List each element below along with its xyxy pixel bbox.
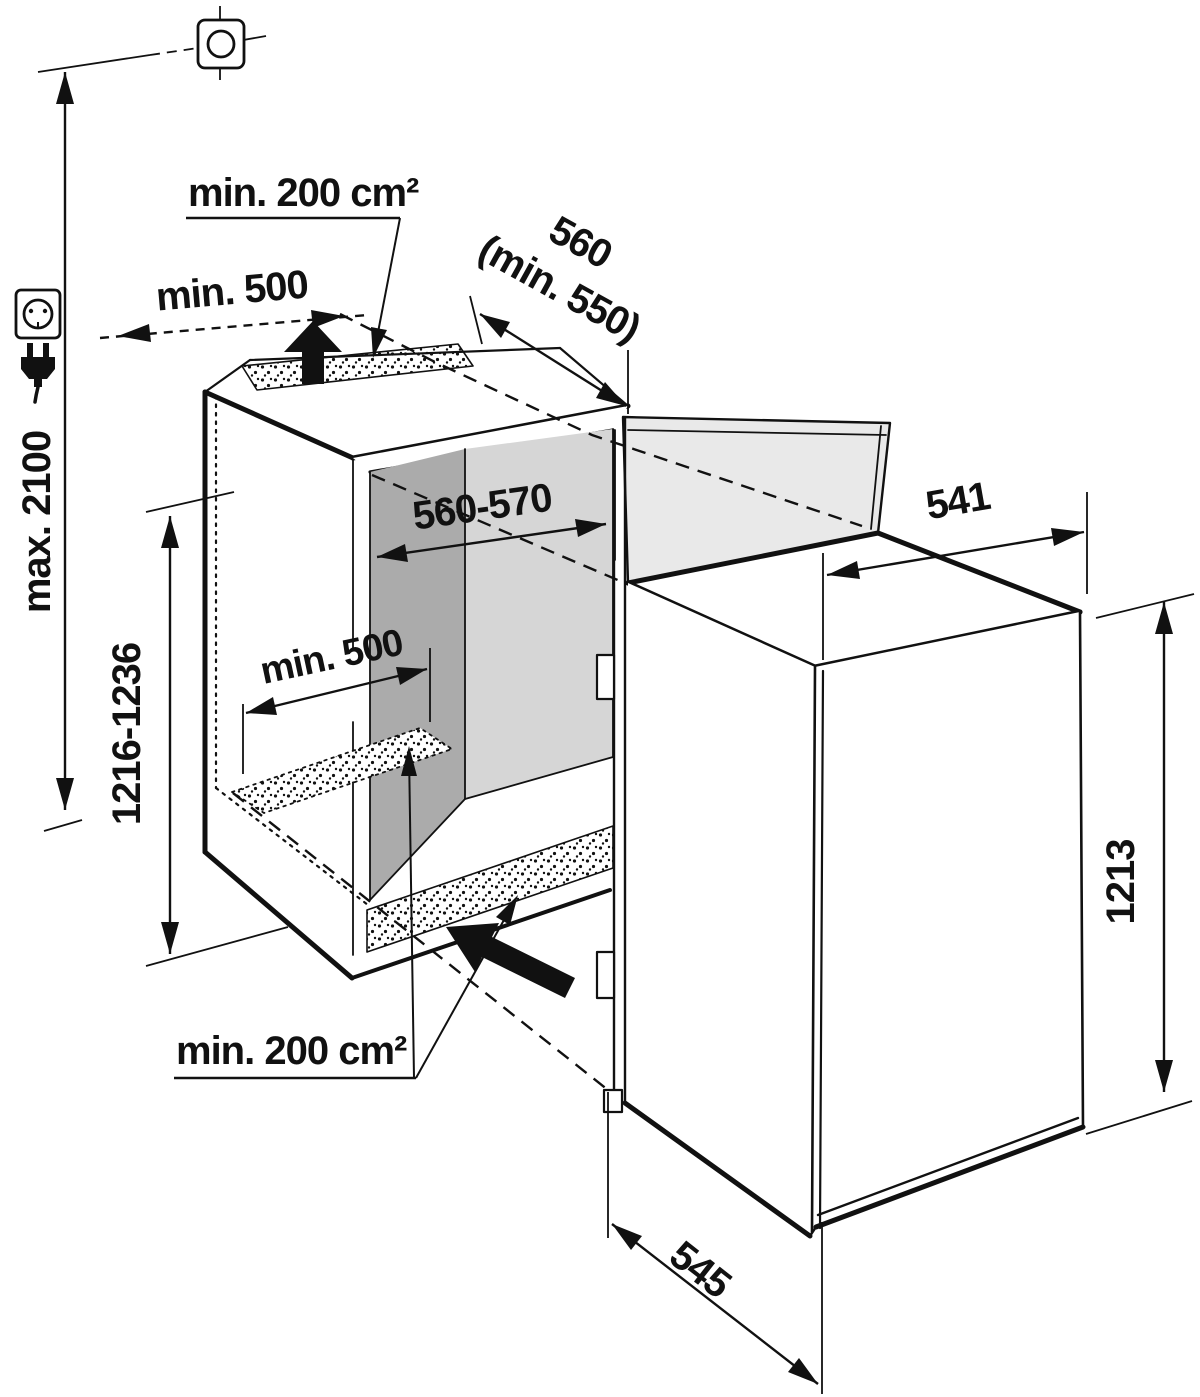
dimension-line — [376, 522, 607, 559]
niche-floor — [367, 757, 613, 910]
dimension-cabinet-height: max. 2100 — [15, 6, 267, 832]
label-top-clearance: min. 500 — [154, 263, 309, 320]
junction-box-circle — [206, 29, 236, 59]
projection-dashed-line — [371, 473, 628, 586]
label-appliance-depth: 541 — [923, 474, 994, 529]
airflow-up-arrow — [284, 321, 342, 384]
arrowhead — [480, 314, 510, 338]
projection-lines — [232, 312, 863, 1091]
label-cabinet-height: max. 2100 — [15, 431, 59, 613]
base-edge-line — [816, 1116, 1080, 1217]
socket-pin-hole — [42, 308, 48, 314]
arrowhead — [596, 382, 626, 406]
ceiling-junction-box-icon — [196, 6, 246, 80]
plug-body — [21, 357, 55, 379]
dimension-niche-height: 1216-1236 — [105, 491, 289, 967]
reference-line — [149, 47, 199, 56]
door-bottom-bracket — [602, 1088, 624, 1114]
edge-line — [622, 1100, 813, 1239]
arrowhead — [827, 561, 860, 579]
edge-line — [202, 389, 356, 461]
arrowhead — [246, 697, 277, 715]
arrowhead — [161, 922, 179, 954]
arrowhead — [788, 1358, 818, 1384]
plug-pin — [27, 343, 33, 358]
arrowhead — [118, 324, 151, 342]
edge-line — [1078, 610, 1085, 1129]
annotation-top-vent-area: min. 200 cm² — [186, 171, 420, 384]
dimension-line — [245, 667, 428, 715]
dimension-appliance-height: 1213 — [1085, 593, 1195, 1135]
extension-line — [1085, 1100, 1193, 1135]
niche-ceiling — [353, 406, 628, 472]
dimension-line — [611, 1223, 819, 1385]
edge-line — [625, 530, 881, 586]
extension-tick — [43, 819, 83, 832]
door-hinge-bottom — [595, 950, 616, 1000]
arrowhead — [1051, 528, 1084, 546]
dimension-top-clearance: min. 500 — [99, 263, 369, 342]
edge-line — [203, 358, 252, 394]
label-appliance-height: 1213 — [1099, 840, 1143, 925]
leader-line — [374, 217, 401, 349]
edge-line — [248, 346, 562, 362]
arrowhead — [311, 310, 344, 328]
appliance — [595, 415, 1086, 1239]
arrowhead — [575, 519, 606, 537]
edge-line — [818, 669, 825, 1230]
leader-line — [408, 751, 415, 1079]
edge-line — [464, 756, 614, 800]
plug-cable — [33, 385, 40, 404]
arrowhead — [371, 327, 387, 358]
arrowhead — [1155, 602, 1173, 634]
appliance-front-face — [625, 583, 815, 1232]
projection-dashed-line — [232, 792, 609, 1091]
niche-top-vent — [241, 343, 474, 391]
airflow-in-arrow — [446, 923, 575, 998]
arrowhead — [161, 516, 179, 548]
door-hinge-top — [595, 653, 616, 701]
power-socket-icon — [14, 288, 62, 340]
extension-line — [145, 926, 289, 967]
arrowhead — [56, 778, 74, 810]
arrowhead — [401, 746, 417, 776]
annotation-bottom-vent-area: min. 200 cm² — [174, 746, 575, 1080]
socket-pin-hole — [28, 308, 34, 314]
base-edge-line — [813, 1124, 1086, 1230]
label-bottom-vent-area: min. 200 cm² — [176, 1029, 407, 1073]
arrowhead — [1155, 1060, 1173, 1092]
arrowhead — [56, 72, 74, 104]
hidden-edge-dotted — [214, 786, 370, 907]
edge-line — [369, 798, 466, 901]
label-niche-height: 1216-1236 — [105, 643, 149, 825]
plug-stem — [34, 378, 42, 387]
arrowhead — [377, 544, 408, 562]
dimension-appliance-depth: 541 — [822, 474, 1088, 660]
label-top-vent-area: min. 200 cm² — [188, 171, 419, 215]
edge-line — [627, 429, 887, 436]
projection-dashed-line — [339, 312, 863, 528]
arrowhead — [612, 1224, 642, 1250]
arrowhead — [396, 667, 427, 685]
power-plug-icon — [21, 343, 55, 404]
niche-floor-vent — [231, 727, 453, 814]
plug-pin — [43, 343, 49, 358]
dimension-line — [826, 530, 1085, 577]
electrical-connection-icons — [14, 288, 62, 404]
edge-line — [810, 665, 817, 1234]
appliance-side-face — [812, 612, 1083, 1232]
label-appliance-depth-door: 545 — [661, 1233, 739, 1307]
leader-line — [415, 901, 515, 1079]
arrowhead — [496, 895, 518, 925]
edge-line — [875, 530, 1083, 615]
extension-line — [145, 491, 235, 513]
reference-line — [37, 54, 151, 73]
extension-line — [469, 295, 483, 345]
edge-line — [202, 849, 355, 981]
extension-line — [1095, 593, 1195, 619]
edge-line — [870, 425, 882, 530]
